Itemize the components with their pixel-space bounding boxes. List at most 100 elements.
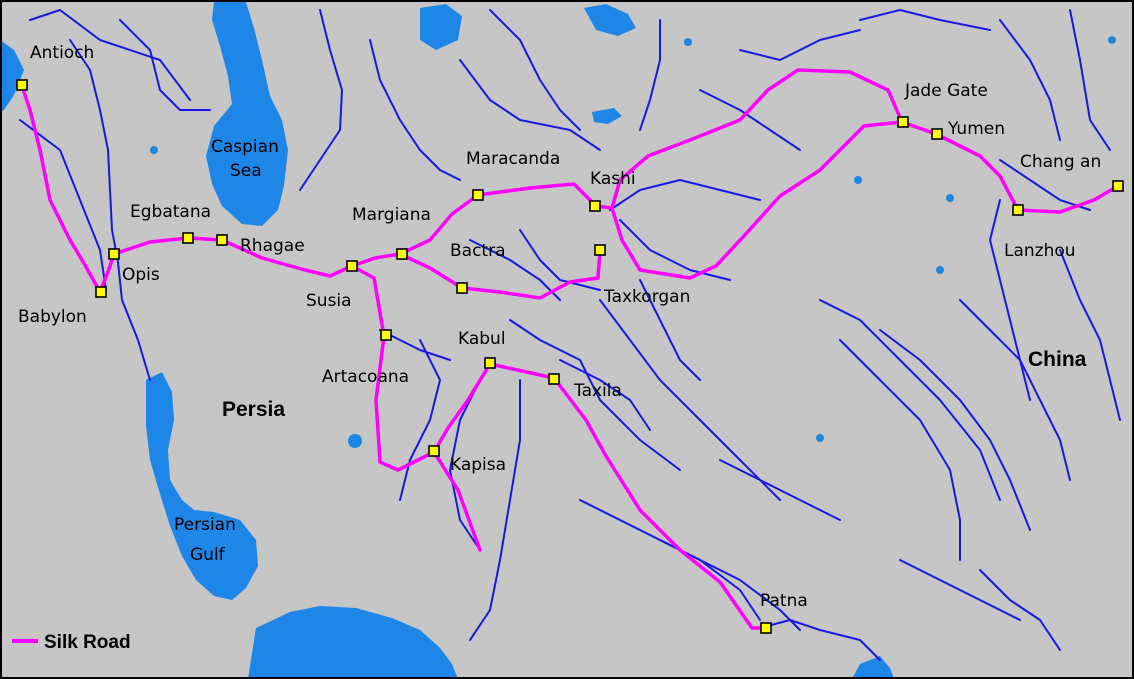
- taxila-label: Taxila: [573, 381, 622, 401]
- river: [489, 9, 581, 131]
- region-labels: Persia China: [222, 348, 1087, 421]
- river: [639, 19, 661, 131]
- river: [509, 319, 681, 471]
- jade-gate-label: Jade Gate: [904, 81, 988, 101]
- river: [29, 9, 191, 101]
- river: [559, 359, 651, 431]
- rhagae-marker[interactable]: [216, 234, 228, 246]
- river: [899, 559, 1021, 621]
- river: [989, 199, 1031, 401]
- river: [299, 9, 343, 191]
- river: [759, 619, 881, 661]
- river: [739, 29, 861, 61]
- river: [619, 219, 731, 281]
- margiana-marker[interactable]: [396, 248, 408, 260]
- opis-marker[interactable]: [108, 248, 120, 260]
- route-segment: [98, 236, 354, 294]
- river: [69, 39, 151, 381]
- susia-marker[interactable]: [346, 260, 358, 272]
- lake-balkhash: [584, 4, 636, 36]
- taxkorgan-marker[interactable]: [594, 244, 606, 256]
- taxila-marker[interactable]: [548, 373, 560, 385]
- maracanda-marker[interactable]: [472, 189, 484, 201]
- jade-gate-marker[interactable]: [897, 116, 909, 128]
- route-segment: [350, 182, 614, 268]
- route-segment: [610, 120, 904, 280]
- river: [119, 19, 211, 111]
- river: [519, 229, 601, 291]
- rhagae-label: Rhagae: [240, 236, 305, 256]
- river: [469, 239, 561, 301]
- river: [469, 379, 521, 641]
- persian-gulf: [146, 372, 258, 600]
- taxkorgan-label: Taxkorgan: [603, 287, 690, 307]
- lanzhou-label: Lanzhou: [1004, 241, 1076, 261]
- river: [999, 19, 1061, 141]
- opis-label: Opis: [122, 265, 160, 285]
- susia-label: Susia: [306, 291, 352, 311]
- river: [699, 89, 801, 151]
- river: [459, 59, 601, 151]
- kabul-marker[interactable]: [484, 357, 496, 369]
- silk-road-route: [20, 68, 1120, 630]
- chang-an-label: Chang an: [1020, 152, 1101, 172]
- bay-of-bengal: [852, 656, 894, 679]
- egbatana-marker[interactable]: [182, 232, 194, 244]
- lake-6: [946, 194, 954, 202]
- river: [819, 299, 1001, 501]
- artacoana-marker[interactable]: [380, 329, 392, 341]
- bactra-marker[interactable]: [456, 282, 468, 294]
- river: [399, 339, 441, 501]
- caspian-label-line2: Sea: [230, 161, 262, 181]
- city-markers: [16, 79, 1124, 634]
- route-segment: [350, 264, 492, 472]
- yumen-marker[interactable]: [931, 128, 943, 140]
- river: [979, 569, 1061, 651]
- kashi-marker[interactable]: [589, 200, 601, 212]
- mediterranean-sea: [0, 40, 24, 112]
- legend-label: Silk Road: [44, 632, 131, 653]
- kapisa-marker[interactable]: [428, 445, 440, 457]
- babylon-marker[interactable]: [95, 286, 107, 298]
- lake-3: [684, 38, 692, 46]
- chang-an-marker[interactable]: [1112, 180, 1124, 192]
- river: [959, 299, 1071, 481]
- route-segment: [398, 250, 602, 300]
- artacoana-label: Artacoana: [322, 367, 409, 387]
- antioch-marker[interactable]: [16, 79, 28, 91]
- lake-7: [816, 434, 824, 442]
- river: [839, 339, 961, 561]
- route-segment: [20, 84, 102, 294]
- city-labels: Antioch Opis Babylon Egbatana Rhagae Sus…: [18, 43, 1101, 611]
- river: [719, 459, 841, 521]
- maracanda-label: Maracanda: [466, 149, 560, 169]
- river: [609, 179, 761, 211]
- yumen-label: Yumen: [947, 119, 1005, 139]
- bactra-label: Bactra: [450, 241, 506, 261]
- river: [1069, 9, 1111, 151]
- lake-4: [854, 176, 862, 184]
- route-segment: [488, 362, 768, 630]
- river: [579, 499, 801, 631]
- river: [639, 279, 701, 381]
- arabian-sea: [248, 606, 458, 679]
- lake-8: [1108, 36, 1116, 44]
- babylon-label: Babylon: [18, 307, 87, 327]
- gulf-label-line1: Persian: [174, 515, 236, 535]
- egbatana-label: Egbatana: [130, 202, 211, 222]
- lanzhou-marker[interactable]: [1012, 204, 1024, 216]
- kashi-label: Kashi: [590, 169, 636, 189]
- lake-1: [348, 434, 362, 448]
- river: [599, 299, 781, 501]
- persia-label: Persia: [222, 398, 285, 421]
- kabul-label: Kabul: [458, 329, 506, 349]
- caspian-sea: [206, 2, 288, 226]
- route-segment: [610, 68, 904, 210]
- lake-5: [936, 266, 944, 274]
- patna-marker[interactable]: [760, 622, 772, 634]
- kapisa-label: Kapisa: [450, 455, 506, 475]
